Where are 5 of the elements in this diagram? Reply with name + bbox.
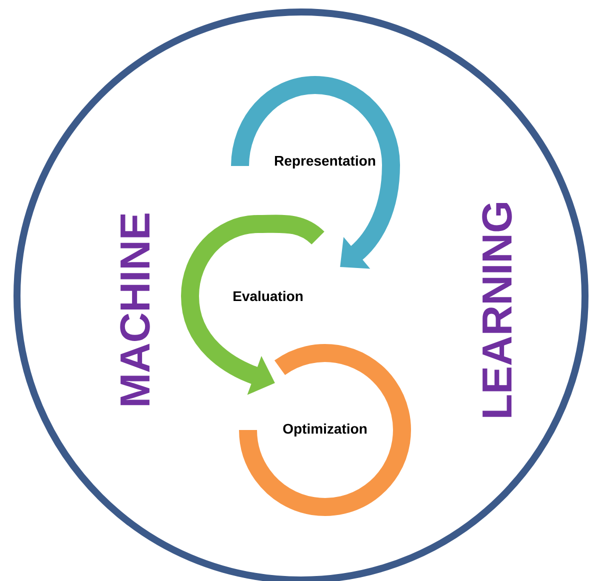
stage-label: Representation <box>275 155 376 169</box>
vertical-title: LEARNING <box>482 202 512 417</box>
vertical-title: MACHINE <box>120 214 150 406</box>
stage-label: Optimization <box>283 423 367 437</box>
stage-label: Evaluation <box>234 290 303 302</box>
